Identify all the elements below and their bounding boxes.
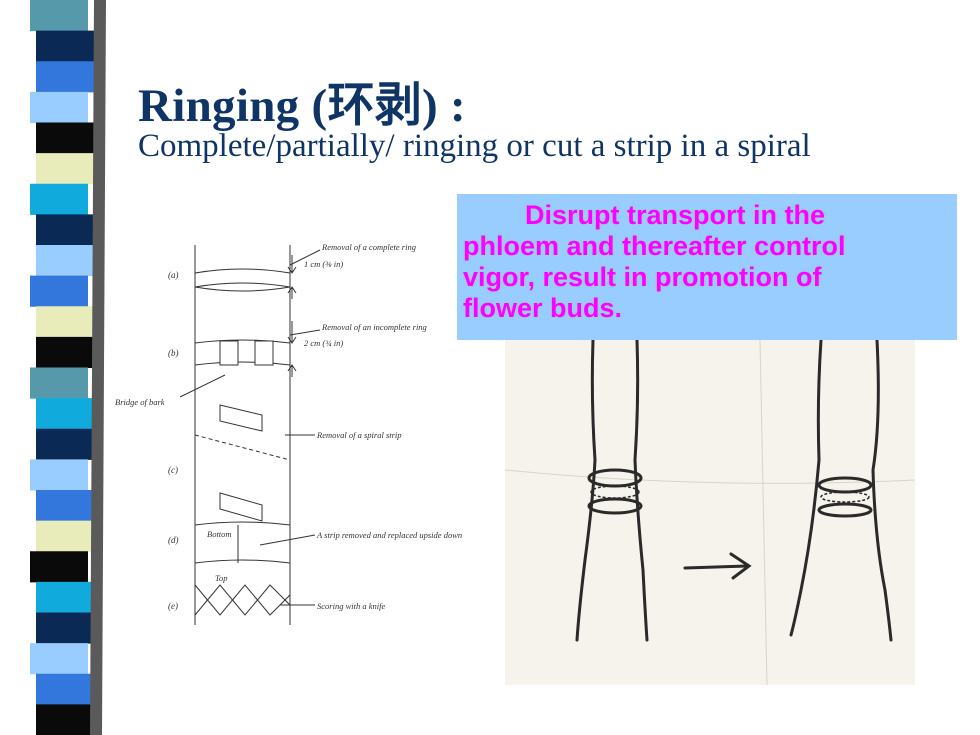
bar-stripe [36, 581, 94, 613]
label-c: (c) [168, 465, 178, 475]
hand-drawn-ringing-sketch [505, 340, 915, 685]
bar-stripe [36, 61, 94, 93]
page-subtitle: Complete/partially/ ringing or cut a str… [138, 128, 811, 164]
callout-line: flower buds. [463, 293, 623, 323]
bar-stripe [30, 367, 88, 399]
bar-stripe [30, 275, 88, 307]
label-spiral-strip: Removal of a spiral strip [316, 430, 402, 440]
ringing-methods-diagram: Removal of a complete ring 1 cm (⅜ in) R… [115, 242, 462, 625]
bar-shadow [90, 0, 106, 735]
label-b: (b) [168, 348, 179, 358]
callout-line: vigor, result in promotion of [463, 262, 822, 292]
bar-stripe [36, 398, 94, 430]
bar-stripe [36, 153, 94, 185]
bar-stripe [36, 245, 94, 277]
bar-stripe [36, 30, 94, 62]
bar-stripe [30, 643, 88, 675]
bar-stripe [36, 428, 94, 460]
bar-stripe [36, 490, 94, 522]
label-bottom: Bottom [207, 529, 232, 539]
callout-line: phloem and thereafter control [463, 231, 846, 261]
bar-stripe [30, 551, 88, 583]
label-top: Top [215, 573, 227, 583]
bar-stripe [30, 459, 88, 491]
bar-stripe [30, 0, 88, 32]
label-1cm: 1 cm (⅜ in) [304, 259, 343, 269]
label-bridge-of-bark: Bridge of bark [115, 397, 165, 407]
bar-stripe [36, 704, 94, 735]
bar-stripe [36, 612, 94, 644]
decorative-side-bar [30, 0, 106, 735]
bar-stripe [30, 183, 88, 215]
label-scoring: Scoring with a knife [317, 601, 385, 611]
label-d: (d) [168, 535, 179, 545]
callout-line: Disrupt transport in the [525, 200, 826, 230]
callout-box: Disrupt transport in the phloem and ther… [457, 194, 957, 340]
bar-stripe [36, 673, 94, 705]
bar-stripe [36, 122, 94, 154]
bar-stripe [36, 214, 94, 246]
label-incomplete-ring: Removal of an incomplete ring [321, 322, 427, 332]
label-complete-ring: Removal of a complete ring [321, 242, 416, 252]
page-title: Ringing (环剥) : [138, 80, 466, 132]
bar-stripe [36, 306, 94, 338]
bar-stripe [36, 336, 94, 368]
bar-stripe [30, 91, 88, 123]
label-a: (a) [168, 270, 179, 280]
bar-stripe [36, 520, 94, 552]
label-e: (e) [168, 601, 178, 611]
label-strip-replaced: A strip removed and replaced upside down [316, 530, 462, 540]
label-2cm: 2 cm (¾ in) [304, 338, 343, 348]
